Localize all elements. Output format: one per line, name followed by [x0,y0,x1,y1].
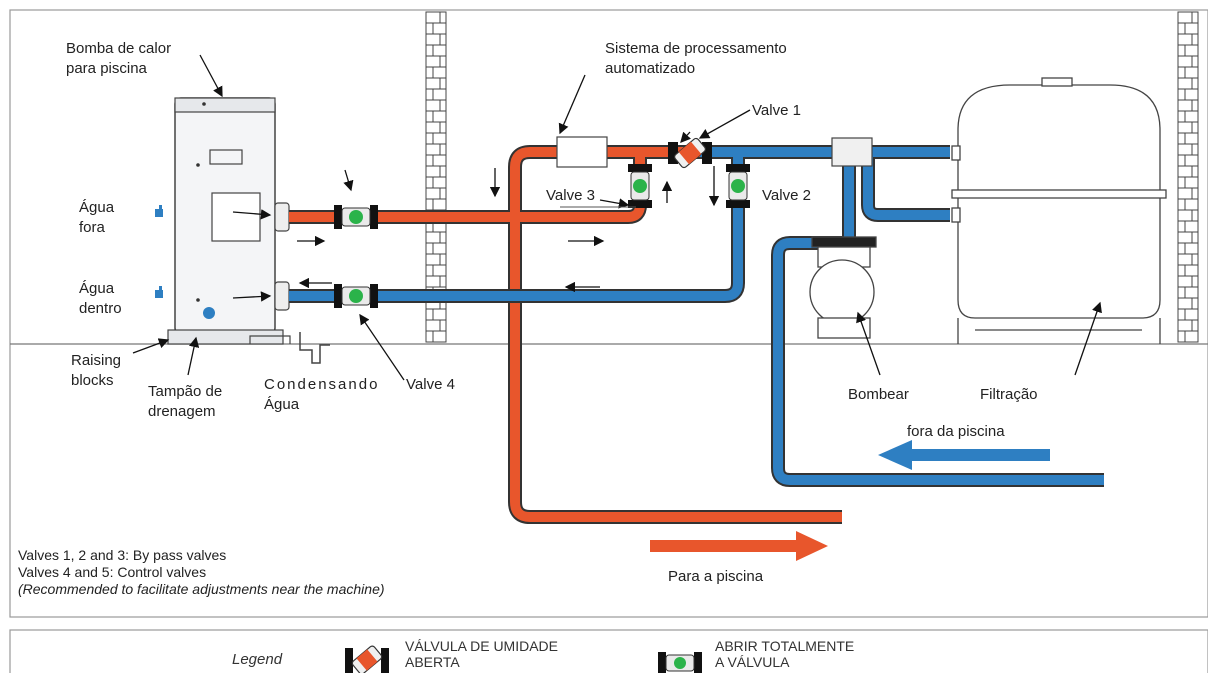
main-frame [9,9,1208,618]
filtration-label: Filtração [980,386,1038,403]
from-pool-arrow [878,440,1050,470]
to-pool-arrow [650,531,828,561]
note-control: Valves 4 and 5: Control valves [18,564,207,580]
valve-3-label: Valve 3 [546,187,595,204]
valve-3-icon [628,164,652,208]
pump-label: Bombear [848,386,909,403]
valve-2-icon [726,164,750,208]
valve-4-icon [334,284,378,308]
from-pool-label: fora da piscina [907,423,1005,440]
brick-wall-icon [425,11,1199,343]
filter-tank-icon [951,77,1167,344]
valve-4-label: Valve 4 [406,376,455,393]
arrow-icon [132,54,1102,381]
legend-open-valve-icon [658,652,702,673]
valve-1-icon [668,137,712,169]
legend-frame [9,629,1208,678]
to-pool-label: Para a piscina [668,568,764,585]
automation-box [556,136,608,168]
valve-1-label: Valve 1 [752,102,801,119]
pump-icon [809,236,877,339]
note-bypass: Valves 1, 2 and 3: By pass valves [18,547,227,563]
legend-title: Legend [232,651,283,668]
tee-fitting [831,137,873,167]
valve-icon [334,164,750,308]
tap-icon [155,205,163,298]
note-recommendation: (Recommended to facilitate adjustments n… [18,581,385,597]
valve-2-label: Valve 2 [762,187,811,204]
valve-out-icon [334,205,378,229]
legend-humidity-valve-icon [345,645,389,675]
heat-pump-icon [167,97,330,364]
